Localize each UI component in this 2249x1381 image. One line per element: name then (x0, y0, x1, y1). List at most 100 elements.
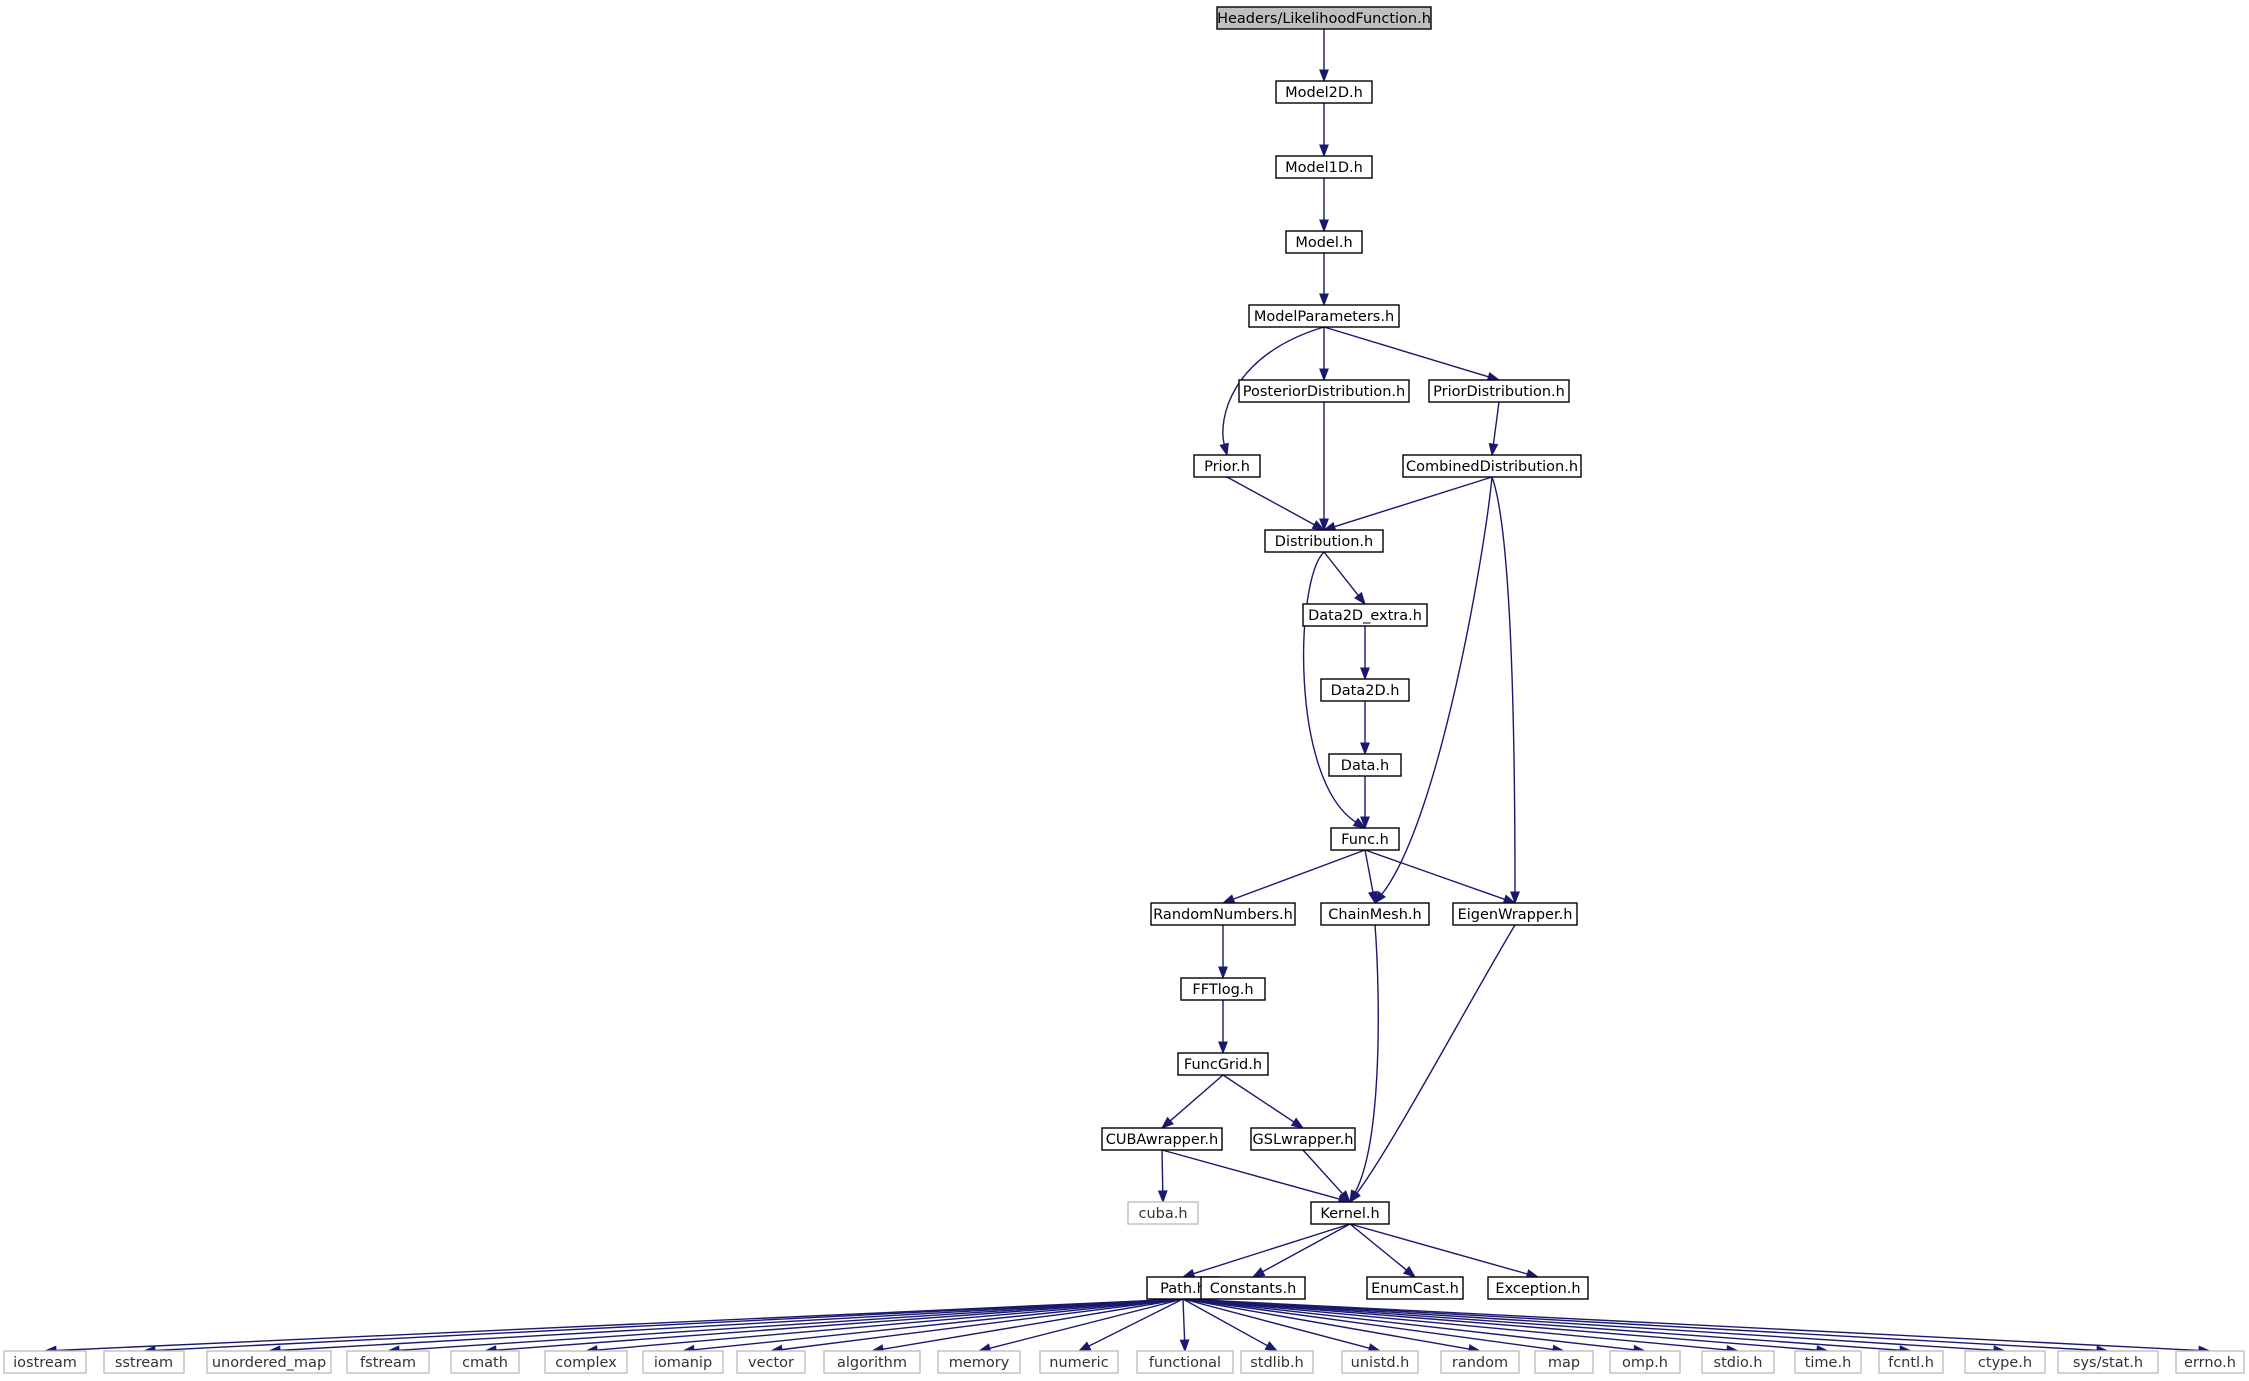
node-box (1275, 155, 1373, 179)
node-box (544, 1350, 628, 1374)
node-cuba-h: cuba.h (1127, 1201, 1199, 1225)
node-fcntl-h: fcntl.h (1878, 1350, 1944, 1374)
node-label: Data.h (1341, 758, 1389, 774)
node-fftlog-h[interactable]: FFTlog.h (1180, 977, 1266, 1001)
edge-line (1182, 1298, 1554, 1351)
node-label: FuncGrid.h (1184, 1057, 1262, 1073)
node-label: cmath (462, 1355, 508, 1371)
edge-mp-to-priord (1323, 326, 1501, 382)
node-model-h[interactable]: Model.h (1285, 230, 1363, 254)
node-label: algorithm (837, 1355, 907, 1371)
node-cubawrapper-h[interactable]: CUBAwrapper.h (1101, 1127, 1223, 1151)
node-box (1534, 1350, 1594, 1374)
node-randomnumbers-h[interactable]: RandomNumbers.h (1150, 902, 1296, 926)
node-label: iostream (13, 1355, 77, 1371)
node-label: FFTlog.h (1192, 982, 1253, 998)
edge-dist-to-func (1302, 551, 1367, 829)
node-kernel-h[interactable]: Kernel.h (1310, 1201, 1390, 1225)
edge-line (781, 1298, 1184, 1351)
node-cmath: cmath (450, 1350, 520, 1374)
node-box (1878, 1350, 1944, 1374)
node-box (1248, 304, 1400, 328)
node-combineddistribution-h[interactable]: CombinedDistribution.h (1402, 454, 1582, 478)
node-label: ChainMesh.h (1328, 907, 1421, 923)
node-data2d-extra-h[interactable]: Data2D_extra.h (1302, 603, 1428, 627)
edge-line (1302, 1149, 1344, 1195)
edge-line (1222, 326, 1325, 445)
node-eigenwrapper-h[interactable]: EigenWrapper.h (1452, 902, 1578, 926)
arrowhead (1179, 1339, 1190, 1353)
node-chainmesh-h[interactable]: ChainMesh.h (1320, 902, 1430, 926)
node-headers-likelihoodfunction-h[interactable]: Headers/LikelihoodFunction.h (1216, 6, 1432, 30)
node-label: sys/stat.h (2073, 1355, 2143, 1371)
edge-path-to-fcntl (1182, 1298, 1913, 1356)
graph-nodes: Headers/LikelihoodFunction.hModel2D.hMod… (3, 6, 2245, 1374)
edge-line (1182, 1298, 1901, 1351)
node-enumcast-h[interactable]: EnumCast.h (1366, 1276, 1464, 1300)
node-data2d-h[interactable]: Data2D.h (1320, 678, 1410, 702)
node-label: unistd.h (1351, 1355, 1410, 1371)
node-label: functional (1149, 1355, 1221, 1371)
node-label: map (1548, 1355, 1580, 1371)
arrowhead (1319, 368, 1329, 382)
node-label: memory (949, 1355, 1010, 1371)
node-model2d-h[interactable]: Model2D.h (1275, 80, 1373, 104)
edge-line (1182, 1298, 1470, 1350)
edge-kernel-to-const (1251, 1223, 1351, 1278)
node-label: fcntl.h (1888, 1355, 1934, 1371)
arrowhead (1338, 1190, 1351, 1204)
edge-path-to-sysstat (1182, 1298, 2110, 1356)
edge-line (55, 1298, 1184, 1352)
node-label: CombinedDistribution.h (1406, 459, 1578, 475)
arrowhead (1352, 817, 1367, 829)
edge-m1d-to-model (1319, 178, 1329, 233)
node-label: numeric (1049, 1355, 1108, 1371)
edge-line (1226, 476, 1315, 526)
node-box (1452, 902, 1578, 926)
node-unistd-h: unistd.h (1341, 1350, 1419, 1374)
edge-prior-to-dist (1226, 476, 1326, 531)
arrowhead (1368, 890, 1378, 905)
node-box (1341, 1350, 1419, 1374)
node-model1d-h[interactable]: Model1D.h (1275, 155, 1373, 179)
edge-fg-to-cuba (1160, 1074, 1224, 1129)
arrowhead (1264, 1341, 1279, 1352)
edge-kernel-to-exc (1349, 1223, 1540, 1279)
edge-path-to-ctype (1182, 1298, 2007, 1356)
node-box (1264, 529, 1384, 553)
node-box (1428, 379, 1570, 403)
node-gslwrapper-h[interactable]: GSLwrapper.h (1250, 1127, 1356, 1151)
edge-func-to-cm (1364, 849, 1378, 905)
edge-path-to-map (1182, 1298, 1566, 1355)
node-fstream: fstream (346, 1350, 430, 1374)
node-constants-h[interactable]: Constants.h (1200, 1276, 1306, 1300)
node-box (1177, 1052, 1269, 1076)
node-func-h[interactable]: Func.h (1330, 827, 1400, 851)
node-distribution-h[interactable]: Distribution.h (1264, 529, 1384, 553)
node-box (103, 1350, 185, 1374)
node-label: GSLwrapper.h (1253, 1132, 1354, 1148)
node-label: Kernel.h (1320, 1206, 1379, 1222)
arrowhead (1360, 742, 1370, 756)
node-data-h[interactable]: Data.h (1328, 753, 1402, 777)
node-funcgrid-h[interactable]: FuncGrid.h (1177, 1052, 1269, 1076)
arrowhead (1311, 520, 1326, 531)
arrowhead (1319, 144, 1329, 158)
node-label: Model1D.h (1285, 160, 1363, 176)
edge-d2dx-to-d2d (1360, 626, 1370, 681)
node-map: map (1534, 1350, 1594, 1374)
node-priordistribution-h[interactable]: PriorDistribution.h (1428, 379, 1570, 403)
node-exception-h[interactable]: Exception.h (1487, 1276, 1589, 1300)
edge-d2d-to-data (1360, 701, 1370, 756)
node-stdio-h: stdio.h (1701, 1350, 1775, 1374)
node-label: CUBAwrapper.h (1106, 1132, 1218, 1148)
node-label: Func.h (1341, 832, 1389, 848)
node-prior-h[interactable]: Prior.h (1193, 454, 1261, 478)
edge-line (1323, 326, 1489, 378)
node-posteriordistribution-h[interactable]: PosteriorDistribution.h (1238, 379, 1410, 403)
node-modelparameters-h[interactable]: ModelParameters.h (1248, 304, 1400, 328)
edge-line (1182, 1298, 1186, 1341)
arrowhead (1218, 1041, 1228, 1055)
edge-rn-to-fft (1218, 925, 1228, 980)
node-box (1609, 1350, 1681, 1374)
